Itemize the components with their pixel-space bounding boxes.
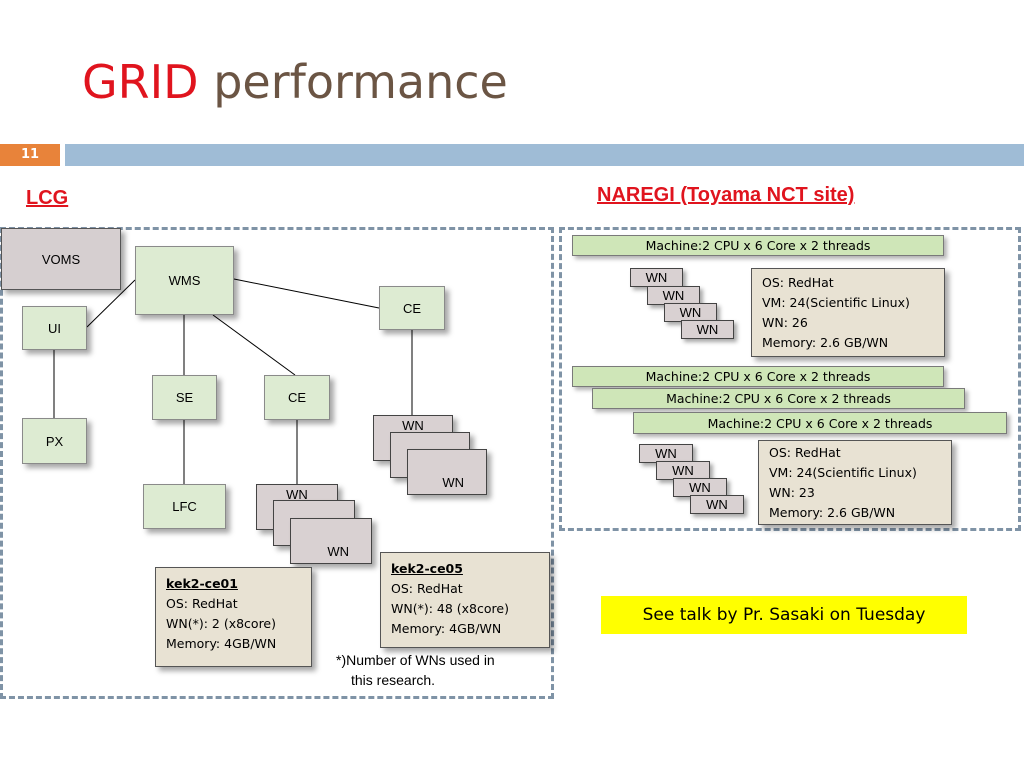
slide-number: 11 [0,144,60,166]
naregi-group1-vm: VM: 24(Scientific Linux) [762,295,910,310]
kek2-ce05-name: kek2-ce05 [391,561,463,576]
talk-callout: See talk by Pr. Sasaki on Tuesday [601,596,967,634]
footnote: *)Number of WNs used in this research. [336,650,495,690]
naregi-group2-vm: VM: 24(Scientific Linux) [769,465,917,480]
naregi-group2-info: OS: RedHat VM: 24(Scientific Linux) WN: … [758,440,952,525]
ce-mid-node: CE [264,375,330,420]
kek2-ce05-wn: WN(*): 48 (x8core) [391,601,509,616]
machine-bar: Machine:2 CPU x 6 Core x 2 threads [572,235,944,256]
wms-ui-line [86,279,136,328]
naregi-group1-memory: Memory: 2.6 GB/WN [762,335,889,350]
footnote-line-2: this research. [351,672,436,688]
px-node: PX [22,418,87,464]
naregi-group1-os: OS: RedHat [762,275,834,290]
lcg-container [0,227,554,699]
voms-node: VOMS [1,228,121,290]
slide-title: GRID performance [82,52,508,112]
naregi-group2-wn: WN: 23 [769,485,815,500]
lcg-heading: LCG [26,187,69,209]
machine-bar: Machine:2 CPU x 6 Core x 2 threads [592,388,965,409]
kek2-ce01-os: OS: RedHat [166,596,238,611]
naregi-group1-wn: WN: 26 [762,315,808,330]
naregi-group2-os: OS: RedHat [769,445,841,460]
wms-ce-right-line [233,278,380,309]
naregi-group2-memory: Memory: 2.6 GB/WN [769,505,896,520]
wms-ce-mid-line [212,314,296,376]
kek2-ce01-info: kek2-ce01 OS: RedHat WN(*): 2 (x8core) M… [155,567,312,667]
wn-node: WN [290,518,372,564]
machine-bar: Machine:2 CPU x 6 Core x 2 threads [572,366,944,387]
wn-node: WN [407,449,487,495]
ce-right-node: CE [379,286,445,330]
naregi-heading: NAREGI (Toyama NCT site) [597,184,855,206]
footnote-line-1: *)Number of WNs used in [336,652,495,668]
kek2-ce05-info: kek2-ce05 OS: RedHat WN(*): 48 (x8core) … [380,552,550,648]
se-node: SE [152,375,217,420]
wn-node: WN [647,286,700,305]
wn-node: WN [630,268,683,287]
slide-header-bar [65,144,1024,166]
kek2-ce05-memory: Memory: 4GB/WN [391,621,502,636]
wms-node: WMS [135,246,234,315]
kek2-ce05-os: OS: RedHat [391,581,463,596]
title-grid: GRID [82,55,199,109]
ui-node: UI [22,306,87,350]
title-performance: performance [213,55,508,109]
kek2-ce01-memory: Memory: 4GB/WN [166,636,277,651]
kek2-ce01-wn: WN(*): 2 (x8core) [166,616,277,631]
naregi-group1-info: OS: RedHat VM: 24(Scientific Linux) WN: … [751,268,945,357]
lfc-node: LFC [143,484,226,529]
wn-node: WN [690,495,744,514]
wn-node: WN [639,444,693,463]
kek2-ce01-name: kek2-ce01 [166,576,238,591]
wn-node: WN [681,320,734,339]
naregi-container [559,227,1021,531]
machine-bar: Machine:2 CPU x 6 Core x 2 threads [633,412,1007,434]
